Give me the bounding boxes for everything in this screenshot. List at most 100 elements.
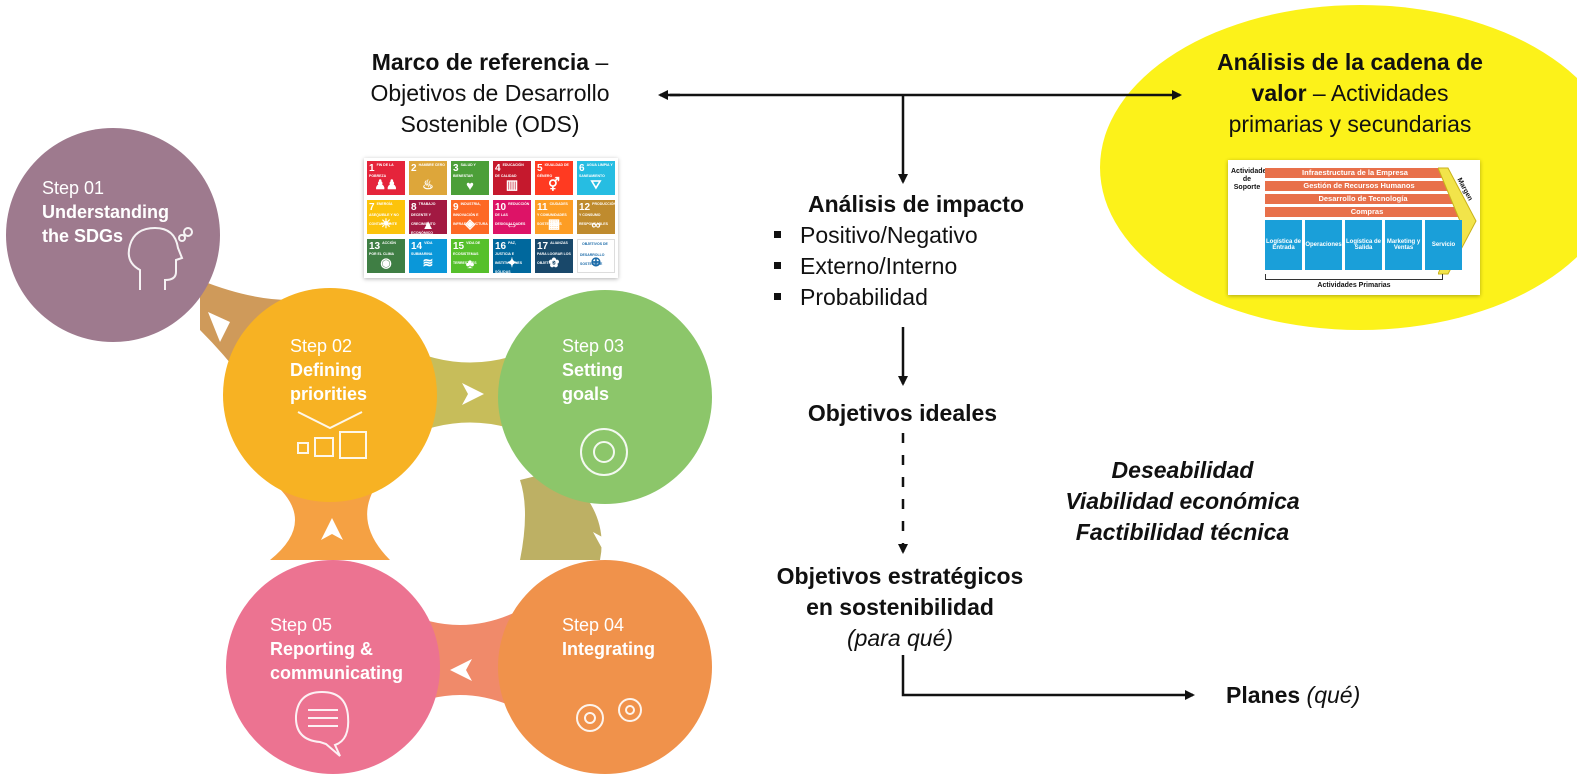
sdg-tile-icon: ⊕: [590, 254, 602, 269]
step-03-circle: [498, 290, 712, 504]
step-01-circle: [6, 128, 220, 342]
head-icon: [127, 226, 193, 290]
estrategicos-line1: Objetivos estratégicos: [776, 563, 1024, 589]
vc-bar: Gestión de Recursos Humanos: [1265, 181, 1453, 191]
sdg-tile-number: 17: [537, 241, 549, 252]
step-03-label: Step 03 Setting goals: [562, 334, 652, 406]
sdg-tile-label: PRODUCCIÓN Y CONSUMO RESPONSABLES: [579, 202, 615, 226]
cadena-line3: primarias y secundarias: [1228, 111, 1472, 137]
sdg-tile-number: 11: [537, 202, 548, 213]
vc-bar: Desarrollo de Tecnología: [1265, 194, 1461, 204]
sdg-tile-label: OBJETIVOS DE DESARROLLO SOSTENIBLE: [580, 242, 608, 266]
sdg-tile-label: EDUCACIÓN DE CALIDAD: [495, 163, 524, 178]
vc-primary-box: Logística de Entrada: [1265, 220, 1302, 270]
step-05-label: Step 05 Reporting & communicating: [270, 613, 430, 685]
vc-bar: Compras: [1265, 207, 1469, 217]
sdg-tile-icon: ≋: [422, 255, 434, 270]
chevron-2-3-icon: [462, 383, 484, 405]
sdg-tile-icon: ▥: [505, 177, 519, 192]
planes: Planes (qué): [1226, 680, 1426, 711]
criterio: Factibilidad técnica: [1075, 519, 1290, 545]
sdg-tile-icon: ◉: [380, 255, 392, 270]
gears-icon: [576, 698, 642, 732]
sdg-tile-number: 12: [579, 202, 591, 213]
sdg-tile-label: ENERGÍA ASEQUIBLE Y NO CONTAMINANTE: [369, 202, 399, 226]
sdg-tile-icon: ♣: [465, 256, 475, 271]
analisis-impacto: Análisis de impacto Positivo/Negativo Ex…: [768, 189, 1088, 313]
sdg-tile-label: REDUCCIÓN DE LAS DESIGUALDADES: [495, 202, 530, 226]
value-chain-diagram: Actividades de Soporte Infraestructura d…: [1228, 160, 1480, 295]
sdg-tile-number: 2: [411, 163, 417, 174]
step-number: Step 04: [562, 615, 625, 635]
vc-primary-box: Marketing y Ventas: [1385, 220, 1422, 270]
cadena-bold1: Análisis de la cadena de: [1217, 49, 1483, 75]
sdg-tile-icon: ☀: [380, 216, 392, 231]
estrategicos-line2: en sostenibilidad: [806, 594, 994, 620]
sdg-tile-label: SALUD Y BIENESTAR: [453, 163, 476, 178]
sdg-tile-icon: ▲: [421, 217, 435, 232]
sdg-tile-label: CIUDADES Y COMUNIDADES SOSTENIBLES: [537, 202, 568, 226]
sdg-tile-number: 5: [537, 163, 543, 174]
sdg-tile-label: TRABAJO DECENTE Y CRECIMIENTO ECONÓMICO: [411, 202, 436, 234]
vc-primary-box: Operaciones: [1305, 220, 1342, 270]
sdg-tile: OBJETIVOS DE DESARROLLO SOSTENIBLE⊕: [577, 239, 615, 273]
sdg-tile-number: 3: [453, 163, 459, 174]
vc-primarias-bracket: [1265, 274, 1443, 280]
target-icon: [580, 428, 628, 476]
cadena-bold2: valor: [1251, 80, 1307, 106]
cadena-valor-text: Análisis de la cadena de valor – Activid…: [1170, 47, 1530, 140]
sdg-tile-icon: ▦: [547, 216, 561, 231]
objetivos-estrategicos: Objetivos estratégicos en sostenibilidad…: [740, 561, 1060, 654]
sdg-tile-number: 14: [411, 241, 423, 252]
step-01-label: Step 01 Understanding the SDGs: [42, 176, 202, 248]
sdg-tile-number: 16: [495, 241, 507, 252]
step-number: Step 03: [562, 336, 625, 356]
step-title: Defining priorities: [290, 360, 368, 404]
impacto-bullet: Externo/Interno: [768, 251, 1088, 282]
sdg-tile-label: IGUALDAD DE GÉNERO: [537, 163, 569, 178]
step-title: Integrating: [562, 639, 655, 659]
sdg-tile-label: FIN DE LA POBREZA: [369, 163, 394, 178]
vc-soporte-label: Actividades de Soporte: [1231, 168, 1271, 191]
chat-icon: [294, 690, 350, 757]
sdg-tile-number: 7: [369, 202, 375, 213]
impacto-title: Análisis de impacto: [808, 191, 1025, 217]
criterios-list: Deseabilidad Viabilidad económica Factib…: [1030, 455, 1335, 548]
objetivos-ideales: Objetivos ideales: [807, 400, 998, 426]
sdg-tile-label: VIDA DE ECOSISTEMAS TERRESTRES: [453, 241, 481, 265]
vc-primary-box: Logística de Salida: [1345, 220, 1382, 270]
sdg-tile-icon: ⚥: [548, 177, 560, 192]
sdg-tile-label: PAZ, JUSTICIA E INSTITUCIONES SÓLIDAS: [495, 241, 523, 273]
chevron-1-2-icon: [208, 312, 230, 342]
sdg-tile-label: INDUSTRIA, INNOVACIÓN E INFRAESTRUCTURA: [453, 202, 488, 226]
sdg-process-graphic: [6, 128, 712, 774]
vc-primarias-label: Actividades Primarias: [1317, 282, 1391, 289]
sdg-tile-label: VIDA SUBMARINA: [411, 241, 433, 256]
step-04-circle: [498, 560, 712, 774]
sdg-tile-icon: ◈: [465, 216, 475, 231]
impacto-list: Positivo/Negativo Externo/Interno Probab…: [768, 220, 1088, 313]
sdg-tile-icon: ⛛: [590, 177, 602, 192]
sdg-tile-number: 9: [453, 202, 459, 213]
sdg-tile-number: 1: [369, 163, 375, 174]
sdg-tile-label: HAMBRE CERO: [418, 163, 446, 167]
sdg-tile-label: ACCIÓN POR EL CLIMA: [369, 241, 396, 256]
connector-5-2: [270, 480, 390, 560]
step-title: Understanding the SDGs: [42, 202, 170, 246]
step-number: Step 01: [42, 178, 105, 198]
sdg-tile-number: 6: [579, 163, 585, 174]
sdg-tile-label: ALIANZAS PARA LOGRAR LOS OBJETIVOS: [537, 241, 571, 265]
marco-bold: Marco de referencia: [371, 49, 590, 75]
